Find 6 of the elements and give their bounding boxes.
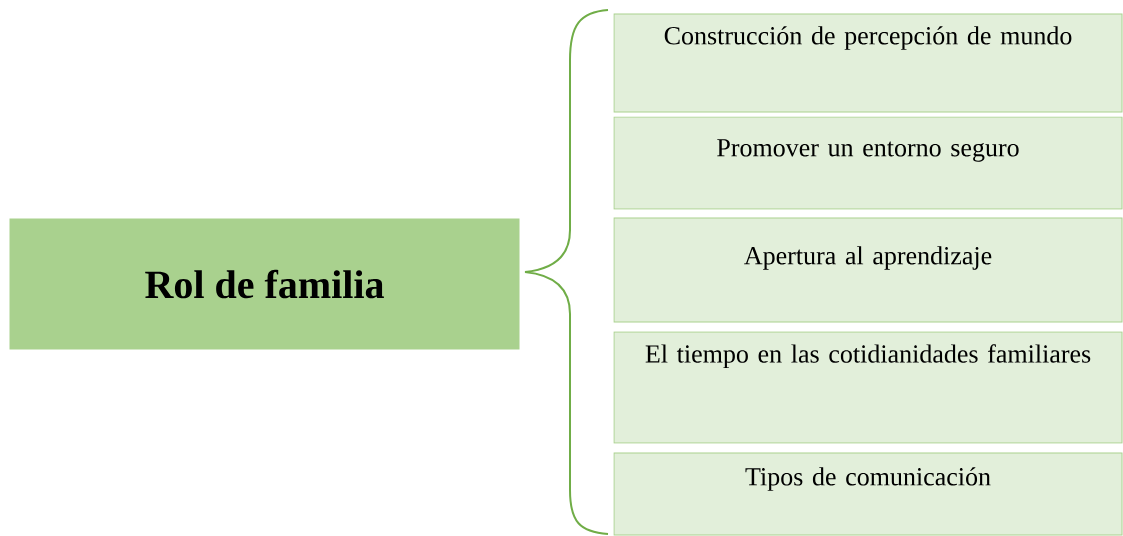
- title-box: Rol de familia: [9, 218, 520, 350]
- text-box: Apertura al aprendizaje: [613, 217, 1123, 323]
- text-box: Tipos de comunicación: [613, 452, 1123, 536]
- text-box: Promover un entorno seguro: [613, 116, 1123, 210]
- text-box: Construcción de percepción de mundo: [613, 13, 1123, 113]
- text-box: El tiempo en las cotidianidades familiares: [613, 331, 1123, 444]
